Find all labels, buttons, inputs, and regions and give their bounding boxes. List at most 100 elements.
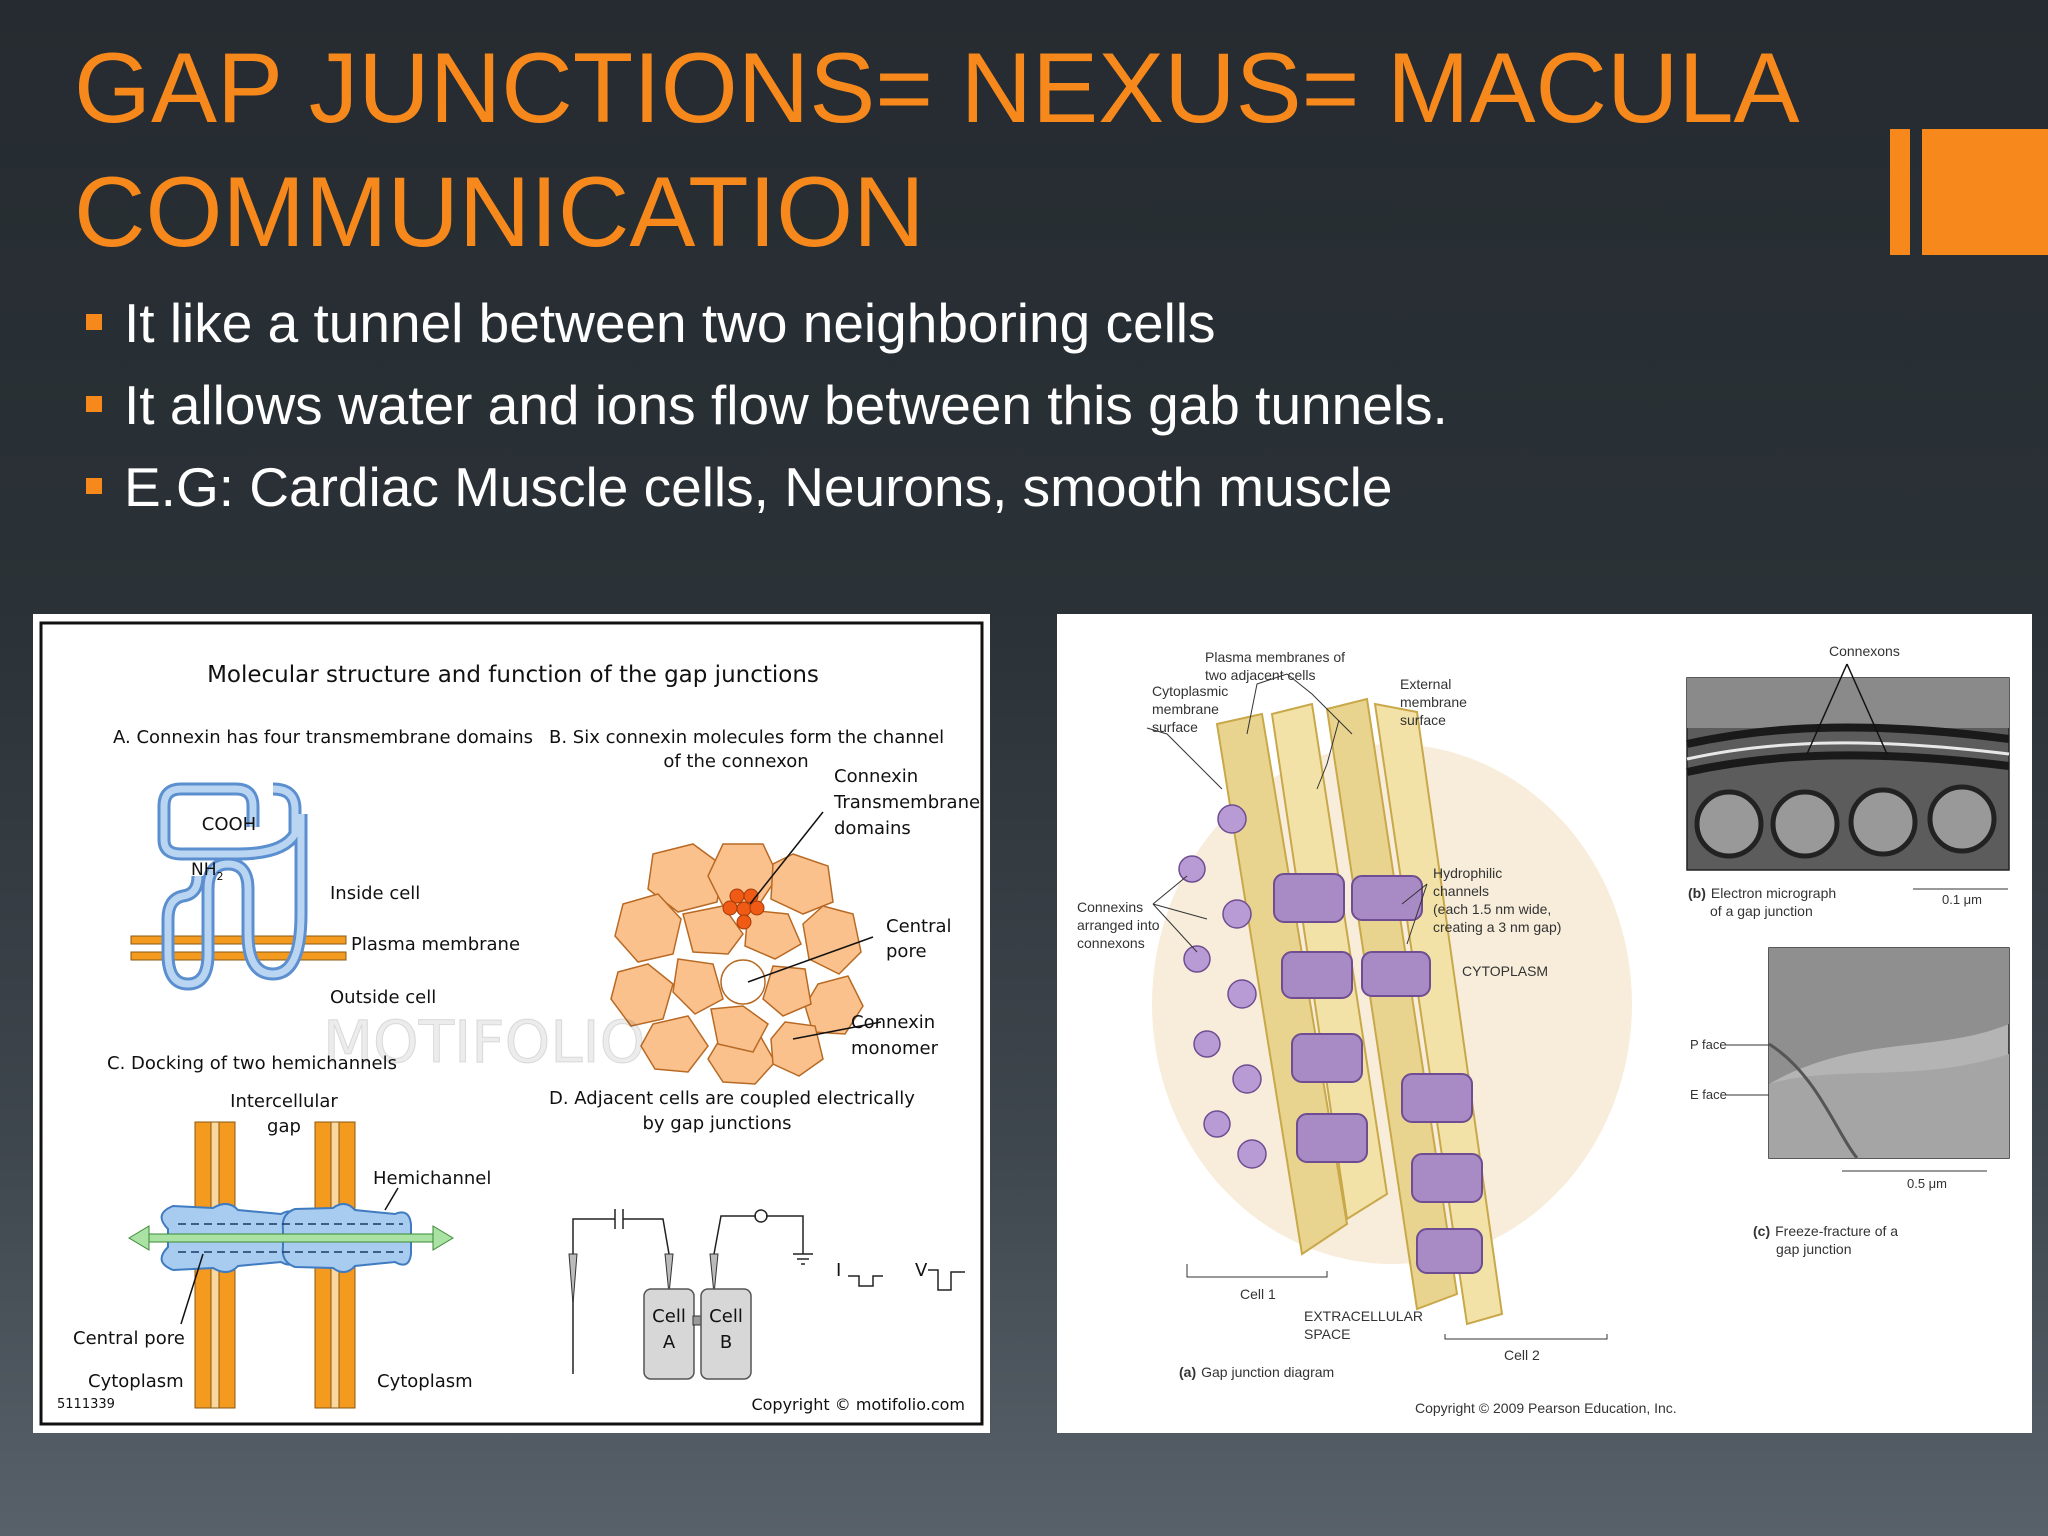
cyto-surface-label-1: Cytoplasmic: [1152, 683, 1228, 699]
cytoplasm-left-label: Cytoplasm: [88, 1371, 184, 1392]
figure-border: [39, 621, 984, 1426]
hydrophilic-label-3: (each 1.5 nm wide,: [1433, 901, 1551, 917]
pearson-leader-lines: [1146, 673, 1608, 1340]
caption-a-text: Gap junction diagram: [1201, 1364, 1334, 1380]
slide-title-line-2: COMMUNICATION: [74, 156, 925, 267]
connexon-inner-ring: [672, 905, 812, 1053]
bullet-list: It like a tunnel between two neighboring…: [86, 282, 1986, 528]
current-label: I: [836, 1260, 841, 1281]
freeze-fracture-image: [1768, 947, 2010, 1159]
extracellular-label-1: EXTRACELLULAR: [1304, 1308, 1423, 1324]
nh2-subscript: 2: [217, 870, 224, 883]
cyto-surface-label-3: surface: [1152, 719, 1198, 735]
caption-a: (a) Gap junction diagram: [1179, 1364, 1334, 1380]
caption-c-line-2: gap junction: [1776, 1241, 1852, 1257]
panel-d-heading-1: D. Adjacent cells are coupled electrical…: [549, 1088, 915, 1109]
e-face-label: E face: [1690, 1087, 1727, 1102]
bullet-square-icon: [86, 314, 102, 330]
watermark-text: MOTIFOLIO: [323, 1008, 645, 1076]
electrode-left: [568, 1253, 578, 1305]
cell2-label: Cell 2: [1504, 1347, 1540, 1363]
slide-title: GAP JUNCTIONS= NEXUS= MACULA COMMUNICATI…: [74, 26, 1874, 274]
cytoplasm-right-label: Cytoplasm: [377, 1371, 473, 1392]
accent-block: [1922, 129, 2048, 255]
intercellular-label-2: gap: [267, 1116, 301, 1137]
caption-c-line-1: (c) Freeze-fracture of a: [1753, 1223, 1898, 1239]
bullet-square-icon: [86, 478, 102, 494]
cooh-label: COOH: [202, 814, 256, 835]
connexins-arranged-label-2: arranged into: [1077, 917, 1160, 933]
bullet-square-icon: [86, 396, 102, 412]
central-pore-circle: [720, 959, 766, 1005]
connexin-tm-label-3: domains: [834, 818, 911, 839]
ion-flow-arrow: [128, 1225, 454, 1251]
connexon-channels: [1273, 873, 1483, 1274]
bullet-item: It like a tunnel between two neighboring…: [86, 282, 1986, 364]
bullet-text: E.G: Cardiac Muscle cells, Neurons, smoo…: [124, 456, 1393, 518]
panel-d-heading-2: by gap junctions: [643, 1113, 792, 1134]
connexins-arranged-label-3: connexons: [1077, 935, 1145, 951]
p-face-label: P face: [1690, 1037, 1727, 1052]
connexons-label: Connexons: [1829, 643, 1900, 659]
ext-surface-label-2: membrane: [1400, 694, 1467, 710]
hydrophilic-label-4: creating a 3 nm gap): [1433, 919, 1561, 935]
panel-b-heading-1: B. Six connexin molecules form the chann…: [549, 727, 944, 748]
current-trace: [848, 1275, 883, 1287]
bullet-item: E.G: Cardiac Muscle cells, Neurons, smoo…: [86, 446, 1986, 528]
cell-b-label: Cell: [709, 1306, 743, 1327]
monomer-leader: [792, 1021, 882, 1040]
plasma-membrane-band: [130, 935, 347, 961]
central-pore-label-1: Central: [886, 916, 952, 937]
slide-title-line-1: GAP JUNCTIONS= NEXUS= MACULA: [74, 32, 1800, 143]
cytoplasm-label: CYTOPLASM: [1462, 963, 1548, 979]
caption-a-letter: (a): [1179, 1364, 1196, 1380]
connexin-transmembrane-dots: [722, 888, 765, 930]
pearson-diagram: Cytoplasmic membrane surface Plasma memb…: [1077, 643, 2010, 1416]
cell1-label: Cell 1: [1240, 1286, 1276, 1302]
panel-b-heading-2: of the connexon: [663, 751, 808, 772]
inside-cell-label: Inside cell: [330, 883, 420, 904]
caption-b-letter: (b): [1688, 885, 1706, 901]
ext-surface-label-1: External: [1400, 676, 1451, 692]
central-pore-c-label: Central pore: [73, 1328, 185, 1349]
stock-id: 5111339: [57, 1397, 115, 1412]
electrical-circuit: [572, 1209, 813, 1374]
plasma-membrane-label: Plasma membrane: [351, 934, 520, 955]
hydrophilic-label-2: channels: [1433, 883, 1489, 899]
plasma-membranes-label-2: two adjacent cells: [1205, 667, 1316, 683]
electrodes-cells: [664, 1253, 719, 1295]
connexin-monomer-label-2: monomer: [851, 1038, 939, 1059]
figure-title: Molecular structure and function of the …: [207, 662, 819, 688]
connexin-chain: [160, 785, 305, 988]
nh2-label: NH2: [191, 860, 224, 883]
electron-micrograph: [1686, 663, 2010, 871]
panel-c-heading: C. Docking of two hemichannels: [107, 1053, 397, 1074]
gap-junction-pearson-figure: Cytoplasmic membrane surface Plasma memb…: [1057, 614, 2032, 1433]
caption-b-text-1: Electron micrograph: [1711, 885, 1836, 901]
voltage-label: V: [915, 1260, 928, 1281]
cell-b-letter: B: [720, 1332, 732, 1353]
scale-b-label: 0.1 μm: [1942, 892, 1982, 907]
connexin-tm-label-2: Transmembrane: [833, 792, 980, 813]
cell-a-letter: A: [663, 1332, 676, 1353]
caption-c-letter: (c): [1753, 1223, 1770, 1239]
panel-a-heading: A. Connexin has four transmembrane domai…: [113, 727, 533, 748]
central-pore-c-leader: [180, 1253, 204, 1325]
ext-surface-label-3: surface: [1400, 712, 1446, 728]
figure-right-copyright: Copyright © 2009 Pearson Education, Inc.: [1415, 1400, 1677, 1416]
cell-b-box: Cell B: [700, 1288, 752, 1380]
bullet-text: It allows water and ions flow between th…: [124, 374, 1448, 436]
bullet-item: It allows water and ions flow between th…: [86, 364, 1986, 446]
scale-c-label: 0.5 μm: [1907, 1176, 1947, 1191]
cell-a-label: Cell: [652, 1306, 686, 1327]
central-pore-label-2: pore: [886, 941, 927, 962]
connexin-monomer-label-1: Connexin: [851, 1012, 935, 1033]
caption-c-text-1: Freeze-fracture of a: [1775, 1223, 1898, 1239]
structure-diagram: Molecular structure and function of the …: [39, 621, 984, 1426]
gap-junction-structure-figure: Molecular structure and function of the …: [33, 614, 990, 1433]
intercellular-label-1: Intercellular: [230, 1091, 338, 1112]
connexin-rosettes: [1178, 804, 1267, 1169]
central-pore-leader: [747, 936, 874, 983]
voltage-trace: [928, 1269, 965, 1291]
nh2-text: NH: [191, 860, 217, 880]
